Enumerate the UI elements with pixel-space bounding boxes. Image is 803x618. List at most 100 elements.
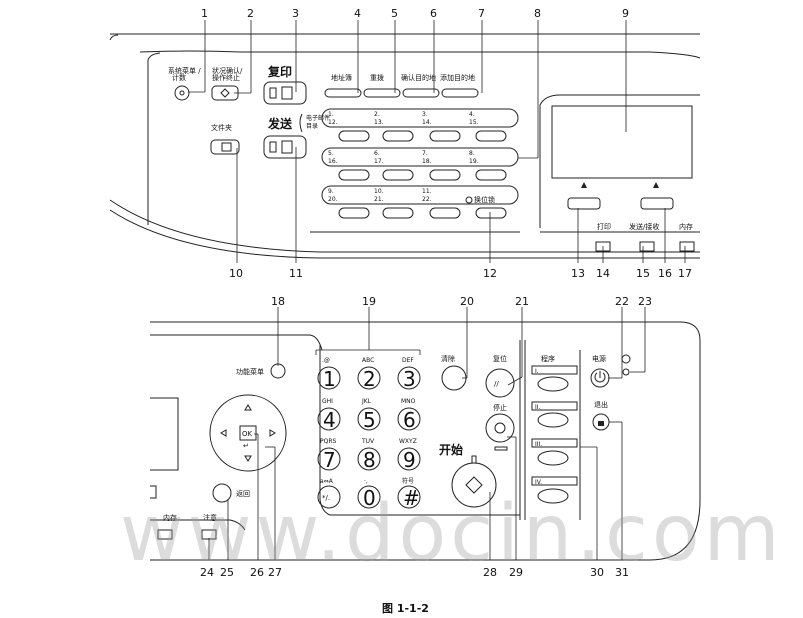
key-6[interactable] (397, 407, 421, 431)
callout-30: 30 (590, 566, 604, 579)
program-key-4[interactable] (537, 488, 569, 504)
right-select-key[interactable] (640, 197, 674, 210)
one-touch-label-strip-1 (321, 108, 519, 128)
one-touch-key-6[interactable] (382, 169, 414, 181)
key-7-digit: 7 (323, 448, 336, 472)
navigation-ring[interactable] (209, 394, 287, 472)
address-book-button[interactable] (324, 88, 362, 98)
redial-button[interactable] (363, 88, 401, 98)
memory-label: 内存 (679, 222, 693, 231)
one-touch-key-10[interactable] (382, 207, 414, 219)
one-touch-key-1[interactable] (338, 130, 370, 142)
status-confirm-label-2: 操作终止 (212, 73, 240, 82)
key-4[interactable] (317, 407, 341, 431)
key-3-digit: 3 (403, 367, 416, 391)
system-menu-button[interactable] (174, 85, 190, 101)
start-icon (465, 476, 483, 494)
callout-10: 10 (229, 267, 243, 280)
one-touch-2: 2. (374, 111, 380, 118)
document-box-button[interactable] (210, 139, 240, 155)
key-9-letters: WXYZ (399, 438, 417, 445)
key-5[interactable] (357, 407, 381, 431)
send-indicator (269, 141, 277, 153)
one-touch-key-5[interactable] (338, 169, 370, 181)
copy-indicator (269, 87, 277, 99)
arrow-left-icon[interactable] (220, 429, 227, 437)
callout-8: 8 (534, 7, 541, 20)
callout-6: 6 (430, 7, 437, 20)
reset-button[interactable] (485, 368, 515, 398)
system-menu-label-2: 计数 (172, 73, 186, 82)
arrow-up-icon[interactable] (244, 404, 252, 411)
left-select-key[interactable] (567, 197, 601, 210)
callout-5: 5 (391, 7, 398, 20)
program-key-3[interactable] (537, 450, 569, 466)
back-button[interactable] (212, 483, 232, 503)
diamond-icon (220, 88, 230, 98)
key-3[interactable] (397, 366, 421, 390)
ok-label: OK (242, 430, 253, 438)
send-button[interactable] (263, 135, 307, 159)
stop-indicator (494, 446, 508, 451)
key-hash[interactable] (397, 485, 421, 509)
program-key-label-4: IV. (535, 479, 542, 486)
one-touch-key-2[interactable] (382, 130, 414, 142)
arrow-right-icon[interactable] (269, 429, 276, 437)
one-touch-3: 3. (422, 111, 428, 118)
callout-27: 27 (268, 566, 282, 579)
add-dest-button[interactable] (441, 88, 479, 98)
shift-lock-label: 换位锁 (474, 195, 495, 204)
key-8[interactable] (357, 447, 381, 471)
one-touch-11: 11. (422, 188, 432, 195)
arrow-up-icon (653, 182, 659, 188)
one-touch-key-9[interactable] (338, 207, 370, 219)
callout-29: 29 (509, 566, 523, 579)
one-touch-14: 14. (422, 119, 432, 126)
key-2[interactable] (357, 366, 381, 390)
program-key-label-3: III. (535, 441, 542, 448)
program-key-1[interactable] (537, 376, 569, 392)
one-touch-key-8[interactable] (475, 169, 507, 181)
one-touch-key-7[interactable] (429, 169, 461, 181)
callout-9: 9 (622, 7, 629, 20)
copy-button[interactable] (263, 81, 307, 105)
one-touch-10: 10. (374, 188, 384, 195)
key-2-letters: ABC (362, 357, 374, 364)
send-icon (281, 140, 293, 154)
memory-indicator (679, 241, 695, 252)
key-7-letters: PQRS (320, 438, 337, 445)
key-7[interactable] (317, 447, 341, 471)
callout-2: 2 (247, 7, 254, 20)
one-touch-21: 21. (374, 196, 384, 203)
callout-28: 28 (483, 566, 497, 579)
arrow-up-icon (581, 182, 587, 188)
key-star[interactable] (317, 485, 341, 509)
callout-7: 7 (478, 7, 485, 20)
confirm-dest-button[interactable] (402, 88, 440, 98)
shift-lock-button[interactable] (475, 207, 507, 219)
stop-label: 停止 (493, 403, 507, 412)
ok-button[interactable] (239, 425, 257, 441)
callout-13: 13 (571, 267, 585, 280)
top-control-panel: 系统菜单 / 计数 状况确认/ 操作终止 复印 发送 电子邮件 目录 文件夹 地… (109, 7, 701, 280)
key-9[interactable] (397, 447, 421, 471)
main-power-icon (621, 354, 631, 364)
one-touch-7: 7. (422, 150, 428, 157)
callout-18: 18 (271, 295, 285, 308)
key-0[interactable] (357, 485, 381, 509)
stop-icon (494, 422, 506, 434)
program-key-label-2: II. (535, 404, 541, 411)
function-menu-button[interactable] (270, 363, 286, 379)
back-label: 返回 (236, 490, 250, 498)
one-touch-key-4[interactable] (475, 130, 507, 142)
arrow-down-icon[interactable] (244, 455, 252, 462)
callout-22: 22 (615, 295, 629, 308)
figure-caption: 图 1-1-2 (382, 602, 429, 615)
key-1[interactable] (317, 366, 341, 390)
program-key-2[interactable] (537, 412, 569, 428)
one-touch-key-3[interactable] (429, 130, 461, 142)
stop-button[interactable] (485, 413, 515, 443)
send-receive-label: 发送/接收 (629, 222, 659, 231)
one-touch-6: 6. (374, 150, 380, 157)
one-touch-key-11[interactable] (429, 207, 461, 219)
